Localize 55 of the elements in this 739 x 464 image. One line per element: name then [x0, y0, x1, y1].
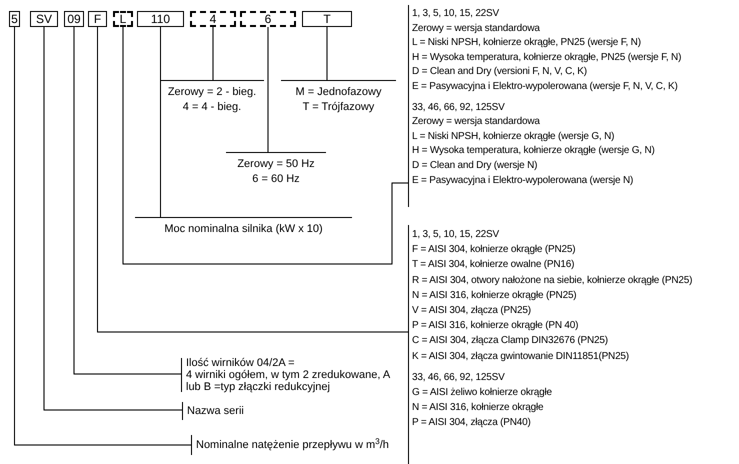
- description-text: Moc nominalna silnika (kW x 10): [164, 222, 323, 237]
- description-text: Nazwa serii: [187, 405, 245, 417]
- leader-line: [122, 26, 408, 264]
- leader-line: [44, 26, 182, 410]
- option-text: G = AISI żeliwo kołnierze okrągłe: [412, 386, 553, 400]
- option-text: L = Niski NPSH, kołnierze okrągłe (wersje G, N): [412, 130, 616, 144]
- leader-line: [97, 26, 408, 332]
- option-text: R = AISI 304, otwory nałożone na siebie, kołnierze okrągłe (PN25): [412, 274, 694, 288]
- description-text: M = Jednofazowy: [296, 85, 382, 100]
- code-field: T: [302, 11, 352, 27]
- option-text: 1, 3, 5, 10, 15, 22SV: [412, 228, 500, 242]
- code-field: 110: [137, 11, 184, 27]
- description-text: T = Trójfazowy: [302, 100, 374, 115]
- code-field: 6: [240, 11, 296, 27]
- option-text: D = Clean and Dry (wersje N): [412, 158, 538, 173]
- option-text: H = Wysoka temperatura, kołnierze okrągłe (wersje G, N): [412, 144, 656, 158]
- description-text: Nominalne natężenie przepływu w m$^{3}$/h: [196, 439, 390, 451]
- option-text: N = AISI 316, kołnierze okrągłe: [412, 401, 544, 416]
- description-text: 6 = 60 Hz: [252, 172, 300, 187]
- description-text: Zerowy = 2 - bieg.: [168, 85, 256, 100]
- option-text: V = AISI 304, złącza (PN25): [412, 304, 532, 318]
- option-text: Zerowy = wersja standardowa: [412, 22, 541, 36]
- description-text: 4 wirniki ogółem, w tym 2 zredukowane, A lub B =typ złączki redukcyjnej: [186, 369, 391, 393]
- option-text: P = AISI 304, złącza (PN40): [412, 416, 532, 430]
- option-text: Zerowy = wersja standardowa: [412, 115, 541, 130]
- code-field: 09: [64, 11, 84, 27]
- leader-line: [326, 26, 328, 80]
- option-text: E = Pasywacyjna i Elektro-wypolerowana (wersje N): [412, 174, 634, 188]
- description-text: Ilość wirników 04/2A =: [186, 357, 296, 369]
- leader-line: [160, 26, 161, 218]
- leader-line: [74, 26, 182, 374]
- code-field: 5: [9, 11, 20, 27]
- option-text: P = AISI 316, kołnierze okrągłe (PN 40): [412, 319, 580, 334]
- leader-line: [14, 26, 192, 446]
- description-text: 4 = 4 - bieg.: [182, 100, 242, 115]
- code-field: 4: [190, 11, 236, 27]
- option-text: C = AISI 304, złącza Clamp DIN32676 (PN25): [412, 334, 609, 348]
- option-text: K = AISI 304, złącza gwintowanie DIN11851(PN25): [412, 350, 630, 364]
- option-text: 33, 46, 66, 92, 125SV: [412, 100, 506, 115]
- option-text: E = Pasywacyjna i Elektro-wypolerowana (wersje F, N, V, C, K): [412, 80, 679, 94]
- leader-line: [212, 26, 214, 80]
- option-text: H = Wysoka temperatura, kołnierze okrągłe, PN25 (wersje F, N): [412, 50, 682, 65]
- description-text: Zerowy = 50 Hz: [237, 157, 315, 172]
- option-text: 1, 3, 5, 10, 15, 22SV: [412, 7, 500, 21]
- code-field: L: [113, 11, 133, 27]
- option-text: 33, 46, 66, 92, 125SV: [412, 370, 506, 385]
- option-text: N = AISI 316, kołnierze okrągłe (PN25): [412, 288, 578, 303]
- code-field: SV: [30, 11, 58, 27]
- description-bar: [281, 80, 396, 114]
- option-text: T = AISI 304, kołnierze owalne (PN16): [412, 258, 576, 272]
- option-text: F = AISI 304, kołnierze okrągłe (PN25): [412, 243, 576, 258]
- option-text: L = Niski NPSH, kołnierze okrągłe, PN25 (wersje F, N): [412, 36, 642, 50]
- description-bar: [160, 80, 264, 114]
- code-field: F: [88, 11, 107, 27]
- option-text: D = Clean and Dry (versioni F, N, V, C, K): [412, 65, 588, 80]
